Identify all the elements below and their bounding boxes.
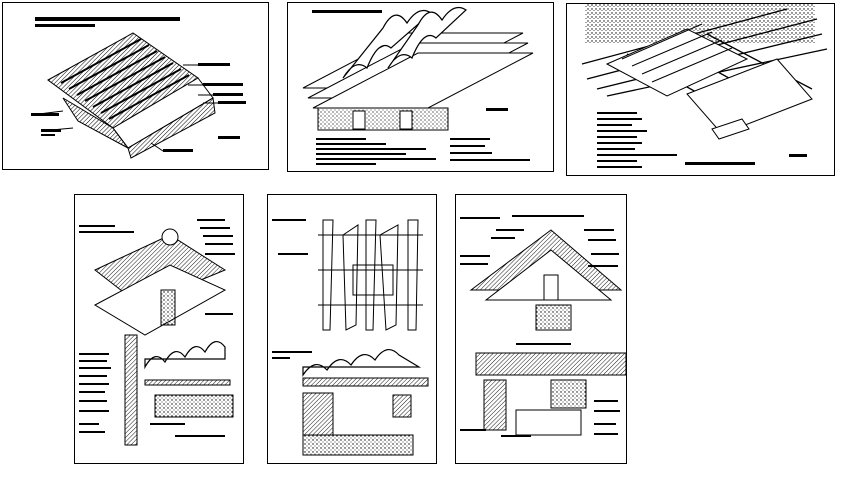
truss-labels — [460, 229, 619, 267]
timber-post — [483, 379, 507, 431]
ridge-labels — [197, 219, 235, 315]
wall-section — [515, 409, 582, 436]
truss-eave-drawing — [460, 215, 626, 437]
drawing-sheet-truss-eave[interactable] — [455, 194, 627, 464]
legend-blocks-left — [316, 138, 436, 165]
eave-labels — [460, 400, 620, 437]
ridge-support — [535, 304, 572, 331]
note-block — [486, 108, 508, 111]
side-band — [62, 97, 129, 149]
concrete-beam — [550, 379, 587, 409]
wood-block — [711, 118, 750, 140]
wood-beam — [302, 392, 334, 436]
title-bar — [35, 17, 180, 21]
s-tiles — [342, 7, 467, 79]
exploded-layers — [302, 32, 534, 109]
legend-blocks-right — [450, 138, 530, 161]
underlay-sheet — [686, 58, 813, 135]
batten-layer — [144, 379, 231, 386]
batten-strip — [302, 377, 429, 387]
drawing-sheet-roof-tile-isometric[interactable] — [2, 2, 269, 170]
subtitle-bar — [35, 24, 95, 27]
drawing-sheet-tile-layers[interactable] — [287, 2, 554, 172]
tile-layers-drawing — [302, 7, 534, 165]
insulation-layer — [317, 107, 449, 131]
fascia — [127, 97, 216, 159]
drawing-sheet-ridge-eave-section[interactable] — [74, 194, 244, 464]
drawing-sheet-tile-plan-eave[interactable] — [267, 194, 437, 464]
wall — [124, 334, 138, 446]
s-tile-row — [302, 349, 422, 377]
ridge-beam — [160, 289, 176, 326]
ridge-label — [512, 215, 584, 217]
s-tile-eave — [144, 341, 226, 370]
tile-plan-eave-drawing — [272, 219, 429, 456]
label-blocks — [31, 63, 246, 152]
section-subtitle — [272, 357, 290, 359]
insulation-block — [154, 394, 234, 418]
tile-plan — [318, 219, 423, 331]
legend-blocks — [597, 112, 807, 168]
concrete-base — [302, 434, 414, 456]
purlin — [352, 110, 366, 130]
purlin — [399, 110, 413, 130]
panel-ribs — [621, 23, 733, 83]
ridge-tile — [161, 228, 179, 246]
batten-grid-drawing — [581, 4, 828, 168]
title-bar — [312, 10, 382, 13]
section-title — [272, 351, 312, 353]
eave-section-title — [516, 343, 571, 345]
title-bar — [272, 219, 306, 221]
tile-rows — [60, 38, 190, 120]
roof-tile-isometric-drawing — [30, 17, 246, 159]
ridge-eave-section-drawing — [79, 219, 235, 446]
eave-roof-section — [475, 352, 626, 376]
title-bar — [460, 217, 500, 219]
eave-labels — [79, 353, 225, 437]
drawing-sheet-batten-grid[interactable] — [566, 3, 835, 176]
subtitle-bar — [79, 231, 134, 233]
fascia-board — [392, 394, 412, 418]
king-post-plate — [543, 274, 559, 301]
title-bar — [79, 225, 115, 227]
roof-deck — [93, 264, 227, 336]
sheet-panel — [605, 28, 749, 97]
note-bar — [278, 253, 308, 255]
